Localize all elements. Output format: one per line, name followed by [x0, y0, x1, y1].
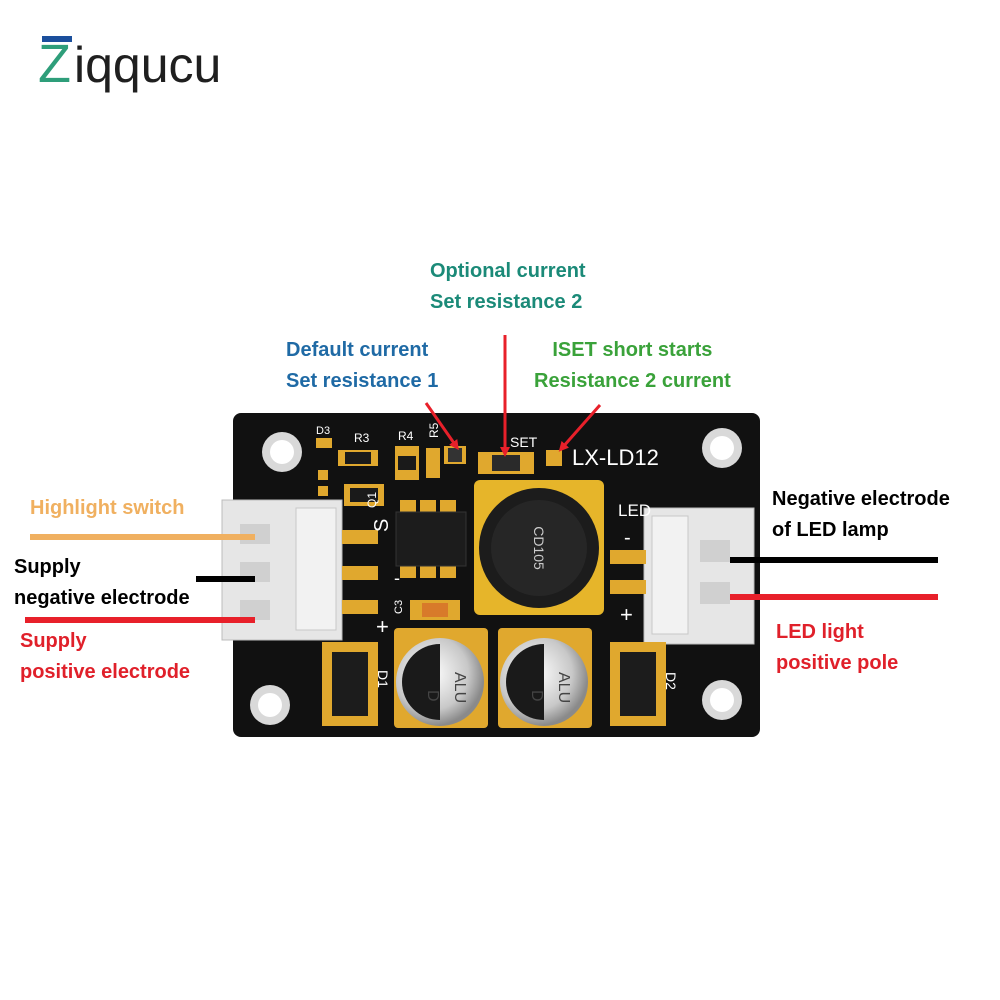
inductor: CD105	[474, 480, 604, 615]
silk-minus-left: -	[394, 568, 400, 588]
electrolytic-capacitor-right: ALU D	[498, 628, 592, 728]
arrow-default-resistance	[424, 402, 459, 451]
mounting-hole-bottom-left	[250, 685, 290, 725]
label-optional-current: Optional current Set resistance 2	[430, 256, 586, 318]
label-led-negative: Negative electrode of LED lamp	[772, 484, 950, 546]
silk-r3: R3	[354, 431, 370, 445]
label-default-current-line2: Set resistance 1	[286, 370, 439, 392]
silk-s: S	[371, 519, 393, 532]
arrow-iset-short	[558, 404, 602, 452]
silk-set: SET	[510, 434, 538, 450]
label-supply-negative: Supply negative electrode	[14, 552, 190, 614]
label-led-positive: LED light positive pole	[776, 617, 898, 679]
smd-components-top	[316, 438, 562, 506]
label-highlight-switch: Highlight switch	[30, 493, 184, 524]
cap-left-label-bottom: D	[424, 690, 441, 702]
label-default-current: Default current Set resistance 1	[286, 335, 438, 397]
silk-d1: D1	[375, 670, 391, 688]
label-supply-positive-line1: Supply	[20, 630, 87, 652]
inductor-label: CD105	[531, 526, 547, 570]
input-connector	[221, 499, 378, 641]
silk-led: LED	[618, 501, 651, 520]
label-supply-negative-line1: Supply	[14, 556, 81, 578]
silk-minus-right: -	[624, 527, 631, 549]
label-optional-current-line2: Set resistance 2	[430, 291, 583, 313]
silk-r4: R4	[398, 429, 414, 443]
mounting-hole-top-right	[702, 428, 742, 468]
silk-d2: D2	[663, 672, 679, 690]
logo-text: iqqucu	[74, 37, 221, 93]
label-supply-positive: Supply positive electrode	[20, 626, 190, 688]
diode-d2	[610, 642, 666, 726]
silk-q1: Q1	[365, 492, 379, 508]
logo-accent-bar	[42, 36, 72, 42]
brand-logo: Z iqqucu	[36, 30, 266, 100]
silk-plus-left: +	[376, 614, 389, 639]
silk-r5: R5	[427, 422, 441, 438]
ic-chip	[395, 500, 467, 578]
label-led-positive-line1: LED light	[776, 621, 864, 643]
label-optional-current-line1: Optional current	[430, 260, 586, 282]
cap-right-label-bottom: D	[528, 690, 545, 702]
mounting-hole-top-left	[262, 432, 302, 472]
label-led-negative-line2: of LED lamp	[772, 519, 889, 541]
logo-mark: Z iqqucu	[38, 34, 221, 94]
label-iset-short-line1: ISET short starts	[552, 339, 713, 361]
silk-plus-right: +	[620, 602, 633, 627]
label-led-negative-line1: Negative electrode	[772, 488, 950, 510]
label-led-positive-line2: positive pole	[776, 652, 899, 674]
cap-right-label-top: ALU	[555, 672, 572, 703]
board-model: LX-LD12	[572, 445, 659, 470]
output-connector	[610, 507, 755, 645]
diode-d1	[322, 642, 378, 726]
label-supply-negative-line2: negative electrode	[14, 587, 190, 609]
silk-d3: D3	[316, 425, 330, 437]
label-iset-short-line2: Resistance 2 current	[534, 370, 731, 392]
silk-c3: C3	[393, 600, 405, 614]
mounting-hole-bottom-right	[702, 680, 742, 720]
label-highlight-switch-line1: Highlight switch	[30, 497, 185, 519]
label-supply-positive-line2: positive electrode	[20, 661, 191, 683]
label-default-current-line1: Default current	[286, 339, 429, 361]
cap-left-label-top: ALU	[451, 672, 468, 703]
electrolytic-capacitor-left: ALU D	[394, 628, 488, 728]
logo-letter-z: Z	[38, 34, 71, 94]
label-iset-short: ISET short starts Resistance 2 current	[534, 335, 731, 397]
